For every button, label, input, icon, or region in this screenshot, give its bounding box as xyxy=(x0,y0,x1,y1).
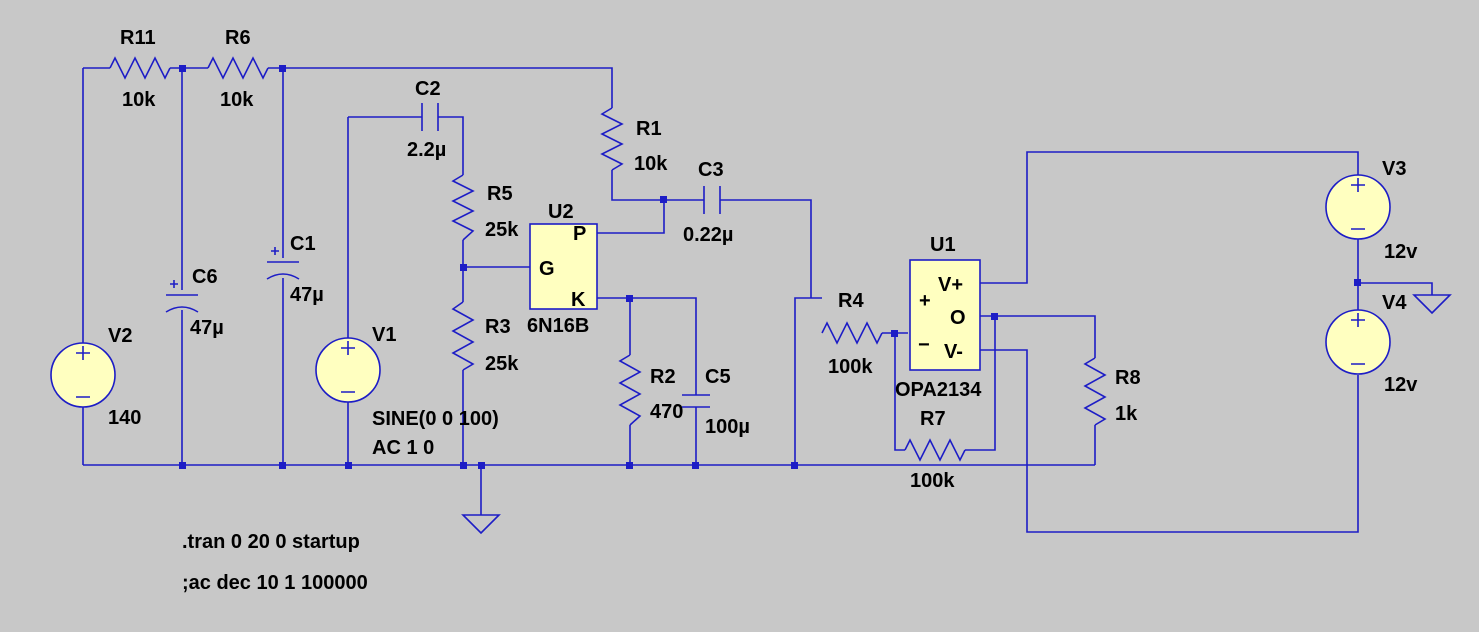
u2-pin-cathode: K xyxy=(571,289,586,311)
label-r5-name: R5 xyxy=(487,183,513,205)
label-r7-value: 100k xyxy=(910,470,955,492)
label-r6-name: R6 xyxy=(225,27,251,49)
label-u2-model: 6N16B xyxy=(527,315,589,337)
label-v2-name: V2 xyxy=(108,325,132,347)
spice-directive-tran[interactable]: .tran 0 20 0 startup xyxy=(182,531,360,553)
label-r11-value: 10k xyxy=(122,89,156,111)
label-r8-value: 1k xyxy=(1115,403,1138,425)
voltage-source-v4[interactable] xyxy=(1325,309,1391,375)
voltage-source-v3[interactable] xyxy=(1325,174,1391,240)
label-r3-value: 25k xyxy=(485,353,519,375)
opamp-u1[interactable] xyxy=(909,259,981,371)
voltage-source-v1[interactable] xyxy=(315,337,381,403)
junction-dot xyxy=(179,65,186,72)
label-r7-name: R7 xyxy=(920,408,946,430)
label-r4-value: 100k xyxy=(828,356,873,378)
junction-dot xyxy=(692,462,699,469)
label-c6-value: 47µ xyxy=(190,317,224,339)
label-u1-model: OPA2134 xyxy=(895,379,982,401)
label-c1-name: C1 xyxy=(290,233,316,255)
label-r2-value: 470 xyxy=(650,401,683,423)
u1-pin-vminus: V- xyxy=(944,341,963,363)
wires xyxy=(82,67,1433,533)
label-v4-name: V4 xyxy=(1382,292,1407,314)
label-r2-name: R2 xyxy=(650,366,676,388)
u1-pin-out: O xyxy=(950,307,966,329)
label-c3-value: 0.22µ xyxy=(683,224,733,246)
junction-dot xyxy=(460,462,467,469)
label-v2-value: 140 xyxy=(108,407,141,429)
capacitor-c3[interactable] xyxy=(703,186,721,214)
junction-dot xyxy=(791,462,798,469)
ground-symbol[interactable] xyxy=(461,514,501,535)
resistor-r8[interactable] xyxy=(1083,357,1107,426)
resistor-r6[interactable] xyxy=(207,56,269,80)
label-v3-value: 12v xyxy=(1384,241,1418,263)
junction-dot xyxy=(626,462,633,469)
junction-dot xyxy=(179,462,186,469)
spice-directive-ac[interactable]: ;ac dec 10 1 100000 xyxy=(182,572,368,594)
capacitor-c2[interactable] xyxy=(421,103,439,131)
label-v1-name: V1 xyxy=(372,324,396,346)
tube-u2[interactable] xyxy=(529,223,598,310)
u1-pin-in-plus: + xyxy=(919,290,931,312)
resistor-r3[interactable] xyxy=(451,301,475,371)
capacitor-c6[interactable] xyxy=(165,280,199,313)
u2-pin-grid: G xyxy=(539,258,555,280)
label-r11-name: R11 xyxy=(120,27,156,49)
voltage-source-v2[interactable] xyxy=(50,342,116,408)
capacitor-c1[interactable] xyxy=(266,247,300,280)
junction-dot xyxy=(279,462,286,469)
label-v1-value: SINE(0 0 100) xyxy=(372,408,499,430)
label-r1-value: 10k xyxy=(634,153,668,175)
junction-dot xyxy=(345,462,352,469)
label-c2-value: 2.2µ xyxy=(407,139,446,161)
junction-dot xyxy=(1354,279,1361,286)
resistor-r1[interactable] xyxy=(600,107,624,171)
label-c5-value: 100µ xyxy=(705,416,750,438)
label-c6-name: C6 xyxy=(192,266,218,288)
junctions xyxy=(179,65,1361,469)
resistor-r5[interactable] xyxy=(451,174,475,241)
label-c5-name: C5 xyxy=(705,366,731,388)
label-v4-value: 12v xyxy=(1384,374,1418,396)
junction-dot xyxy=(891,330,898,337)
resistor-r2[interactable] xyxy=(618,354,642,426)
label-r5-value: 25k xyxy=(485,219,519,241)
label-r4-name: R4 xyxy=(838,290,864,312)
u1-pin-vplus: V+ xyxy=(938,274,963,296)
label-r3-name: R3 xyxy=(485,316,511,338)
junction-dot xyxy=(626,295,633,302)
junction-dot xyxy=(991,313,998,320)
junction-dot xyxy=(279,65,286,72)
junction-dot xyxy=(460,264,467,271)
label-u1-name: U1 xyxy=(930,234,956,256)
resistor-r11[interactable] xyxy=(109,56,171,80)
label-c1-value: 47µ xyxy=(290,284,324,306)
label-v3-name: V3 xyxy=(1382,158,1406,180)
label-r6-value: 10k xyxy=(220,89,254,111)
label-v1-ac: AC 1 0 xyxy=(372,437,434,459)
junction-dot xyxy=(478,462,485,469)
label-c3-name: C3 xyxy=(698,159,724,181)
label-r8-name: R8 xyxy=(1115,367,1141,389)
ground-symbol[interactable] xyxy=(1412,294,1452,315)
label-u2-name: U2 xyxy=(548,201,574,223)
junction-dot xyxy=(660,196,667,203)
u2-pin-plate: P xyxy=(573,223,586,245)
label-r1-name: R1 xyxy=(636,118,662,140)
resistor-r4[interactable] xyxy=(821,321,883,345)
capacitor-c5[interactable] xyxy=(682,394,710,408)
u1-pin-in-minus: − xyxy=(918,334,930,356)
resistor-r7[interactable] xyxy=(904,438,966,462)
label-c2-name: C2 xyxy=(415,78,441,100)
